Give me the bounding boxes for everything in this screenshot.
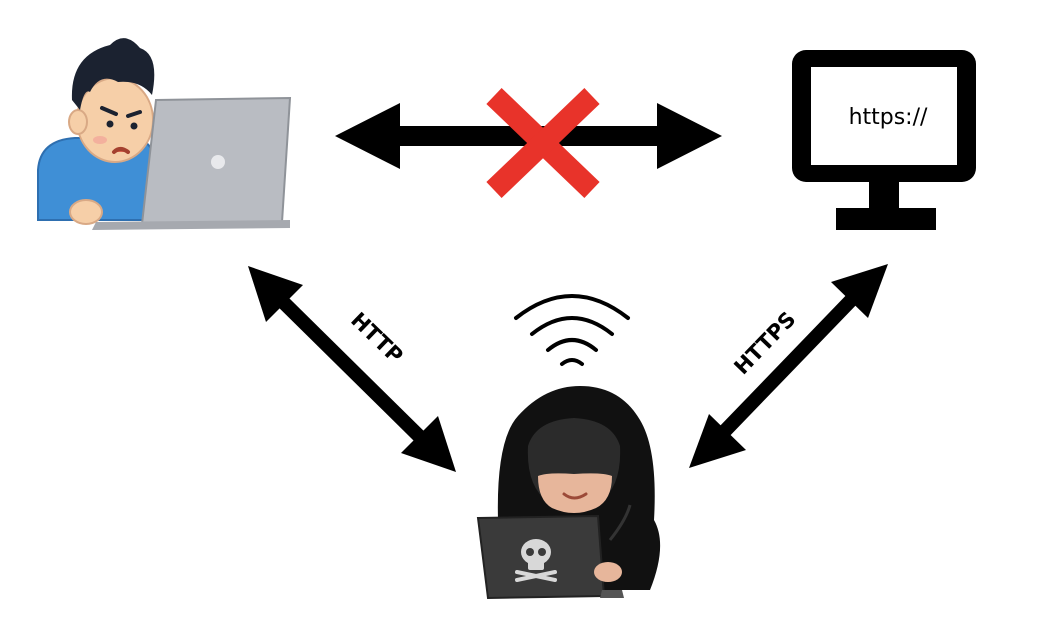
monitor-icon: https:// [792,50,976,230]
hooded-hacker-icon [476,386,661,600]
screen-url-text: https:// [849,105,928,130]
http-connection-arrow [248,266,456,472]
skull-icon [515,539,557,582]
wifi-signal-icon [514,294,630,366]
person-with-laptop-icon [37,38,292,230]
http-label: HTTP [346,308,407,368]
https-connection-arrow [689,264,888,468]
red-cross-icon [486,88,600,198]
